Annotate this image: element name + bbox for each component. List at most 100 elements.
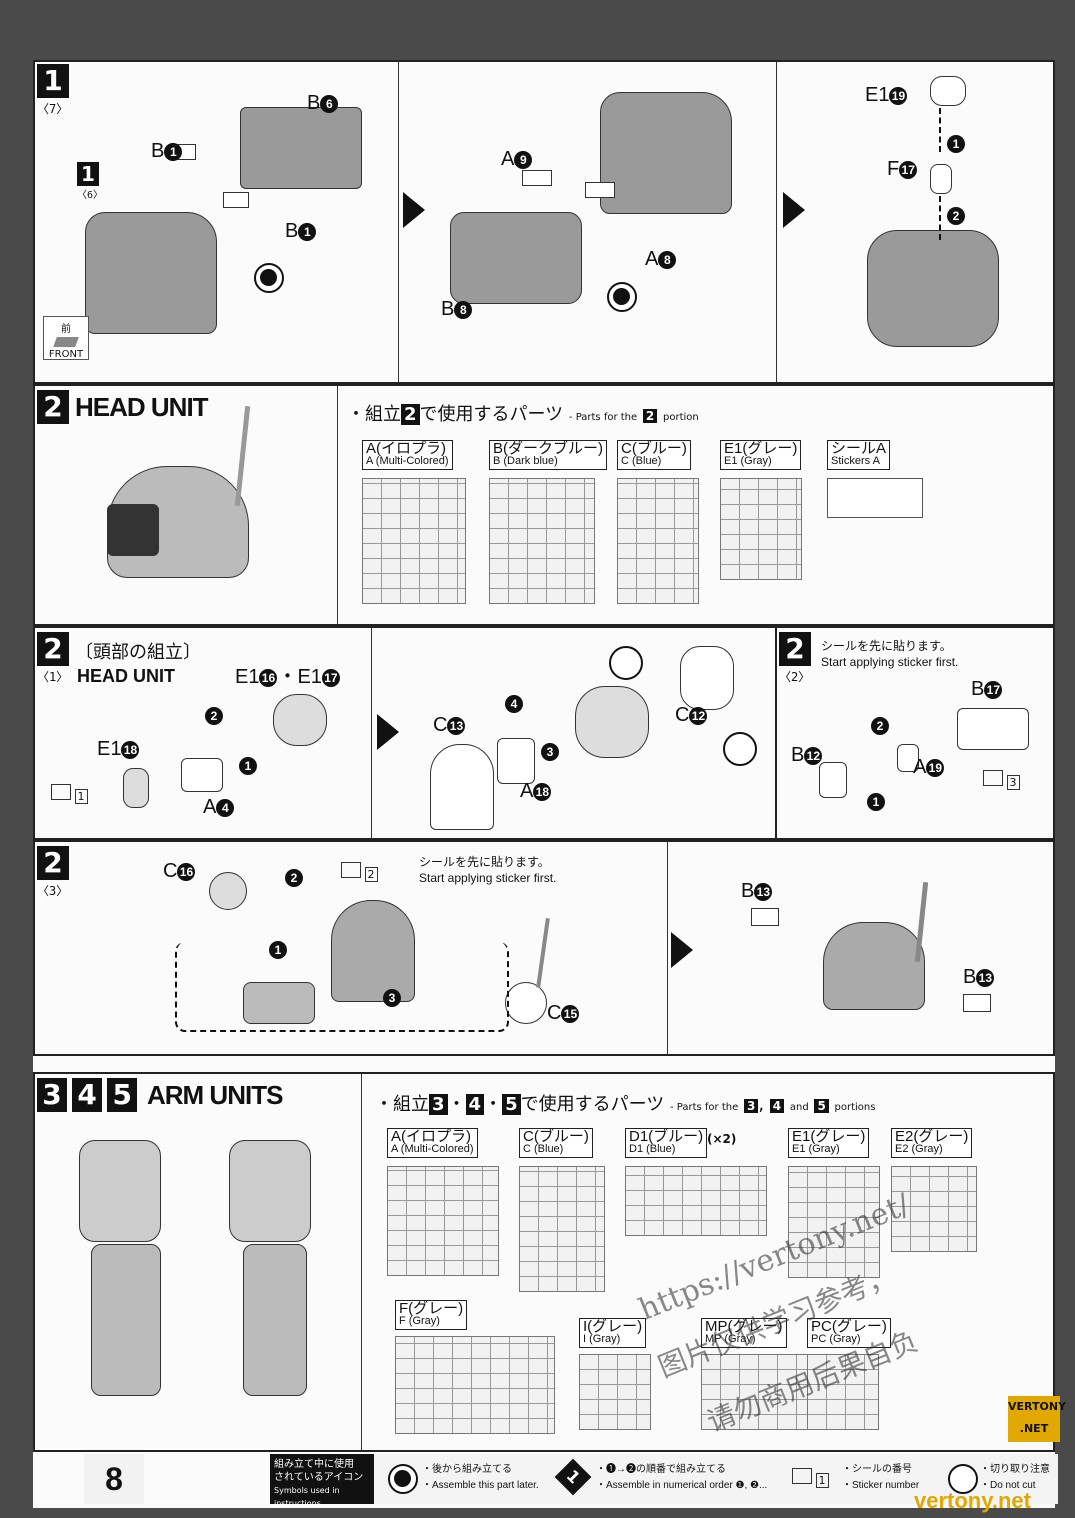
step-numbers: 3 4 5: [37, 1078, 138, 1112]
head-core-part: [575, 686, 649, 758]
runner-e2: [891, 1166, 977, 1252]
substep-label: 〈3〉: [37, 884, 69, 898]
runner-pc-label: PC(グレー)PC (Gray): [807, 1318, 891, 1348]
runner-i: [579, 1354, 651, 1430]
sticker-number-3: 3: [983, 770, 1020, 790]
runner-c: [519, 1166, 605, 1292]
step-number: 2: [37, 390, 69, 424]
inner-step-number: 1: [77, 162, 99, 186]
torso-part: [85, 212, 217, 334]
arm-illustration-left-lower: [91, 1244, 161, 1396]
runner-pc: [807, 1354, 879, 1430]
runner-f: [395, 1336, 555, 1434]
runner-c-label: C(ブルー)C (Blue): [617, 440, 691, 470]
head-assembled: [823, 922, 925, 1010]
do-not-cut-icon: [609, 646, 643, 680]
torso-part: [600, 92, 732, 214]
frame-part: [240, 107, 362, 189]
runner-e1-label: E1(グレー)E1 (Gray): [788, 1128, 870, 1158]
step-2-3-panel: 2 〈3〉 シールを先に貼ります。Start applying sticker …: [33, 840, 1055, 1056]
runner-e1: [720, 478, 802, 580]
arm-illustration-left: [79, 1140, 161, 1242]
visor-illustration: [107, 504, 159, 556]
order-1: 1: [269, 938, 287, 961]
rear-part: [243, 982, 315, 1024]
runner-d1-label: D1(ブルー)D1 (Blue): [625, 1128, 708, 1158]
step-number: 1: [37, 64, 69, 98]
sticker-icon: 1: [792, 1468, 829, 1488]
runner-i-label: I(グレー)I (Gray): [579, 1318, 647, 1348]
runner-e1-label: E1(グレー)E1 (Gray): [720, 440, 802, 470]
head-cover-part: [680, 646, 734, 710]
runner-c: [617, 478, 699, 604]
step-number: 2: [37, 846, 69, 880]
order-icon: 1: [554, 1458, 592, 1496]
legend-later: ・後から組み立てる・Assemble this part later.: [422, 1464, 539, 1491]
step-2-2-panel: 2 〈2〉 シールを先に貼ります。Start applying sticker …: [775, 626, 1055, 840]
substep-label: 〈1〉: [37, 670, 69, 684]
step-title: ARM UNITS: [147, 1080, 283, 1110]
order-3: 3: [541, 740, 559, 763]
runner-d1: [625, 1166, 767, 1236]
inner-substep-label: 〈6〉: [77, 190, 104, 201]
order-3: 3: [383, 986, 401, 1009]
arm-illustration-right: [229, 1140, 311, 1242]
assemble-later-icon: [254, 263, 284, 293]
runner-mp: [701, 1354, 811, 1430]
head-cap-part: [930, 76, 966, 106]
head-shell-part: [331, 900, 415, 1002]
order-4: 4: [505, 692, 523, 715]
sticker-number-2: 2: [341, 862, 378, 882]
runner-f-label: F(グレー)F (Gray): [395, 1300, 468, 1330]
do-not-cut-icon: [948, 1464, 978, 1494]
antenna-part-c15: [505, 982, 547, 1024]
next-arrow: [671, 932, 693, 968]
watermark-badge: VERTONY .NET: [1008, 1396, 1066, 1442]
assemble-later-icon: [607, 282, 637, 312]
substep-label: 〈2〉: [779, 670, 811, 684]
do-not-cut-icon: [723, 732, 757, 766]
assemble-later-icon: [388, 1464, 418, 1494]
runner-b-label: B(ダークブルー)B (Dark blue): [489, 440, 607, 470]
runner-mp-label: MP(グレー)MP (Gray): [701, 1318, 787, 1348]
small-part-a18: [497, 738, 535, 784]
face-shell-part: [430, 744, 494, 830]
next-arrow: [403, 192, 425, 228]
runner-a: [387, 1166, 499, 1276]
neck-part: [930, 164, 952, 194]
part-b17: [957, 708, 1029, 750]
substep-label: 〈7〉: [37, 102, 69, 116]
runner-a: [362, 478, 466, 604]
next-arrow: [377, 714, 399, 750]
sticker-sheet: [827, 478, 923, 518]
order-2: 2: [205, 704, 223, 727]
runner-a-label: A(イロプラ)A (Multi-Colored): [362, 440, 453, 470]
small-part-b1b: [223, 192, 249, 208]
